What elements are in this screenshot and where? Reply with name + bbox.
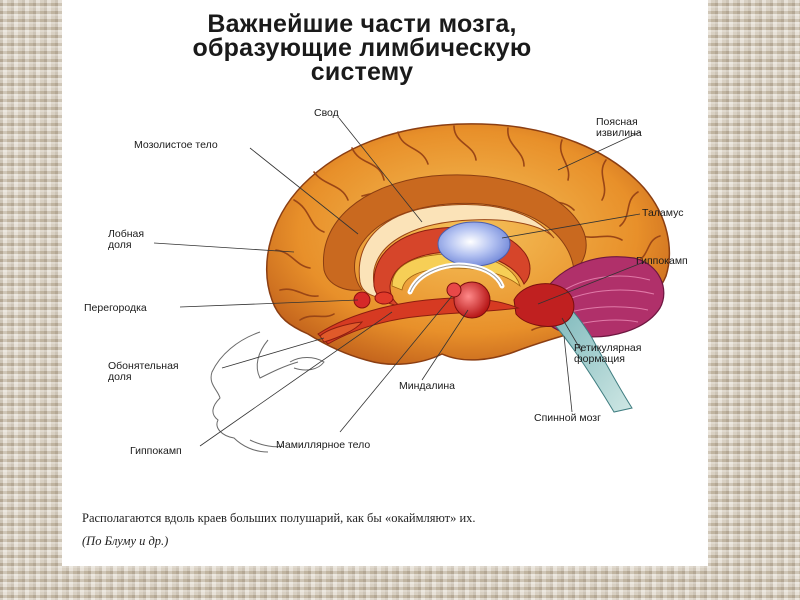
mammillary-body xyxy=(446,282,462,298)
label-cingulate-line2: извилина xyxy=(596,127,642,139)
label-frontal-lobe: Лобная доля xyxy=(108,229,144,251)
label-olfactory-lobe: Обонятельная доля xyxy=(108,361,179,383)
label-cingulate-gyrus: Поясная извилина xyxy=(596,117,642,139)
amygdala xyxy=(453,281,491,319)
slide-page: Важнейшие части мозга, образующие лимбич… xyxy=(62,0,708,566)
cingulate-gyrus xyxy=(322,174,587,291)
label-cingulate-line1: Поясная xyxy=(596,116,638,128)
caption-text: Располагаются вдоль краев больших полуша… xyxy=(82,511,476,525)
label-corpus-callosum: Мозолистое тело xyxy=(134,139,218,151)
source-citation: (По Блуму и др.) xyxy=(82,534,169,548)
label-svod: Свод xyxy=(314,107,339,119)
label-reticular-line2: формация xyxy=(574,353,625,365)
brain-diagram xyxy=(153,117,671,453)
page-title: Важнейшие части мозга, образующие лимбич… xyxy=(62,10,662,86)
label-septum: Перегородка xyxy=(84,302,147,314)
label-thalamus: Таламус xyxy=(642,207,684,219)
label-hippocampus-left: Гиппокамп xyxy=(130,445,182,457)
label-olfactory-line1: Обонятельная xyxy=(108,360,179,372)
label-olfactory-line2: доля xyxy=(108,371,132,383)
title-line-2: образующие лимбическую xyxy=(192,34,532,62)
leader-lines xyxy=(153,117,645,447)
face-outline xyxy=(210,331,325,453)
title-line-3: систему xyxy=(310,58,414,86)
reticular-formation xyxy=(513,283,575,327)
label-frontal-line1: Лобная xyxy=(108,228,145,240)
olfactory-lobe xyxy=(319,321,364,343)
title-line-1: Важнейшие части мозга, xyxy=(207,10,517,38)
thalamus xyxy=(437,221,511,267)
label-mammillary-body: Мамиллярное тело xyxy=(276,439,371,451)
label-reticular-line1: Ретикулярная xyxy=(574,342,642,354)
label-reticular-formation: Ретикулярная формация xyxy=(574,343,641,365)
label-hippocampus-right: Гиппокамп xyxy=(636,255,688,267)
label-frontal-line2: доля xyxy=(108,239,132,251)
label-spinal-cord: Спинной мозг xyxy=(534,412,601,424)
septum-2 xyxy=(374,291,394,305)
label-amygdala: Миндалина xyxy=(399,380,456,392)
